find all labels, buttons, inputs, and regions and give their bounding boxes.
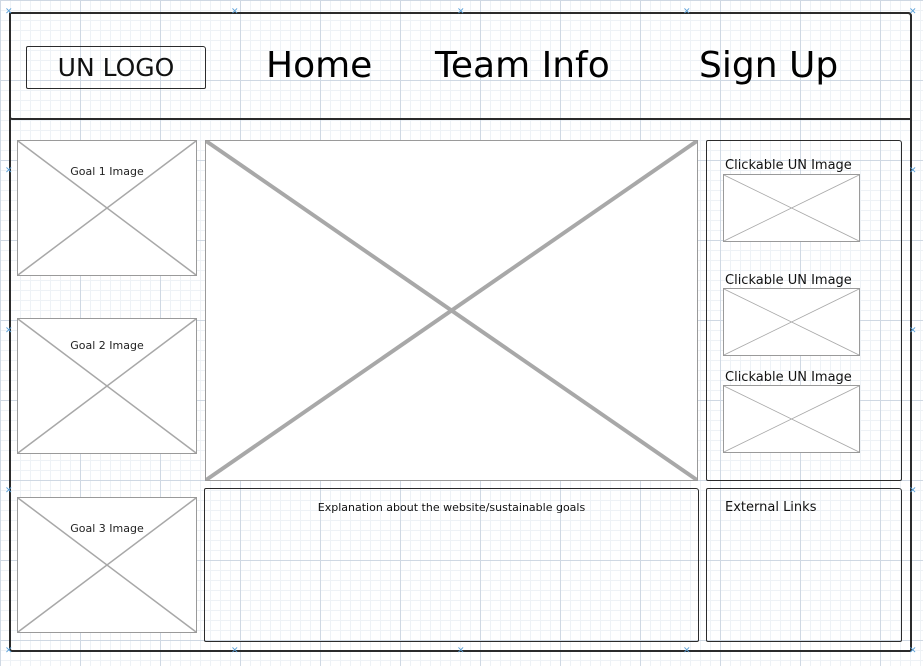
frame-handle-icon: ✕ xyxy=(909,7,917,17)
frame-handle-icon: ✕ xyxy=(457,646,465,656)
frame-handle-icon: ✕ xyxy=(909,486,917,496)
un-logo-text: UN LOGO xyxy=(57,53,175,82)
frame-handle-icon: ✕ xyxy=(5,7,13,17)
explanation-text: Explanation about the website/sustainabl… xyxy=(317,501,586,514)
goal-1-label: Goal 1 Image xyxy=(70,165,144,178)
nav-home[interactable]: Home xyxy=(266,45,373,86)
frame-handle-icon: ✕ xyxy=(5,166,13,176)
frame-handle-icon: ✕ xyxy=(909,326,917,336)
placeholder-cross-icon xyxy=(724,386,859,452)
goal-1-image[interactable]: Goal 1 Image xyxy=(17,140,197,276)
frame-handle-icon: ✕ xyxy=(5,486,13,496)
frame-handle-icon: ✕ xyxy=(909,646,917,656)
external-links-label[interactable]: External Links xyxy=(725,500,817,515)
clickable-un-image-3[interactable] xyxy=(723,385,860,453)
clickable-un-image-1[interactable] xyxy=(723,174,860,242)
placeholder-cross-icon xyxy=(724,289,859,355)
nav-sign-up[interactable]: Sign Up xyxy=(699,45,839,86)
external-links-box: External Links xyxy=(706,488,902,642)
placeholder-cross-icon xyxy=(18,141,196,275)
explanation-box: Explanation about the website/sustainabl… xyxy=(204,488,699,642)
frame-handle-icon: ✕ xyxy=(683,7,691,17)
main-hero-image xyxy=(205,140,698,481)
header-bar xyxy=(9,12,912,120)
un-logo-box[interactable]: UN LOGO xyxy=(26,46,206,89)
frame-handle-icon: ✕ xyxy=(457,7,465,17)
goal-2-label: Goal 2 Image xyxy=(70,339,144,352)
sidebar-panel xyxy=(706,140,902,481)
placeholder-cross-icon xyxy=(18,319,196,453)
frame-handle-icon: ✕ xyxy=(5,326,13,336)
frame-handle-icon: ✕ xyxy=(231,646,239,656)
frame-handle-icon: ✕ xyxy=(231,7,239,17)
sidebar-item-1-label: Clickable UN Image xyxy=(725,158,852,173)
placeholder-cross-icon xyxy=(724,175,859,241)
placeholder-cross-icon xyxy=(206,141,697,480)
sidebar-item-3-label: Clickable UN Image xyxy=(725,370,852,385)
nav-team-info[interactable]: Team Info xyxy=(435,45,610,86)
goal-3-image[interactable]: Goal 3 Image xyxy=(17,497,197,633)
sidebar-item-2-label: Clickable UN Image xyxy=(725,273,852,288)
goal-3-label: Goal 3 Image xyxy=(70,522,144,535)
placeholder-cross-icon xyxy=(18,498,196,632)
clickable-un-image-2[interactable] xyxy=(723,288,860,356)
goal-2-image[interactable]: Goal 2 Image xyxy=(17,318,197,454)
frame-handle-icon: ✕ xyxy=(683,646,691,656)
frame-handle-icon: ✕ xyxy=(909,166,917,176)
frame-handle-icon: ✕ xyxy=(5,646,13,656)
